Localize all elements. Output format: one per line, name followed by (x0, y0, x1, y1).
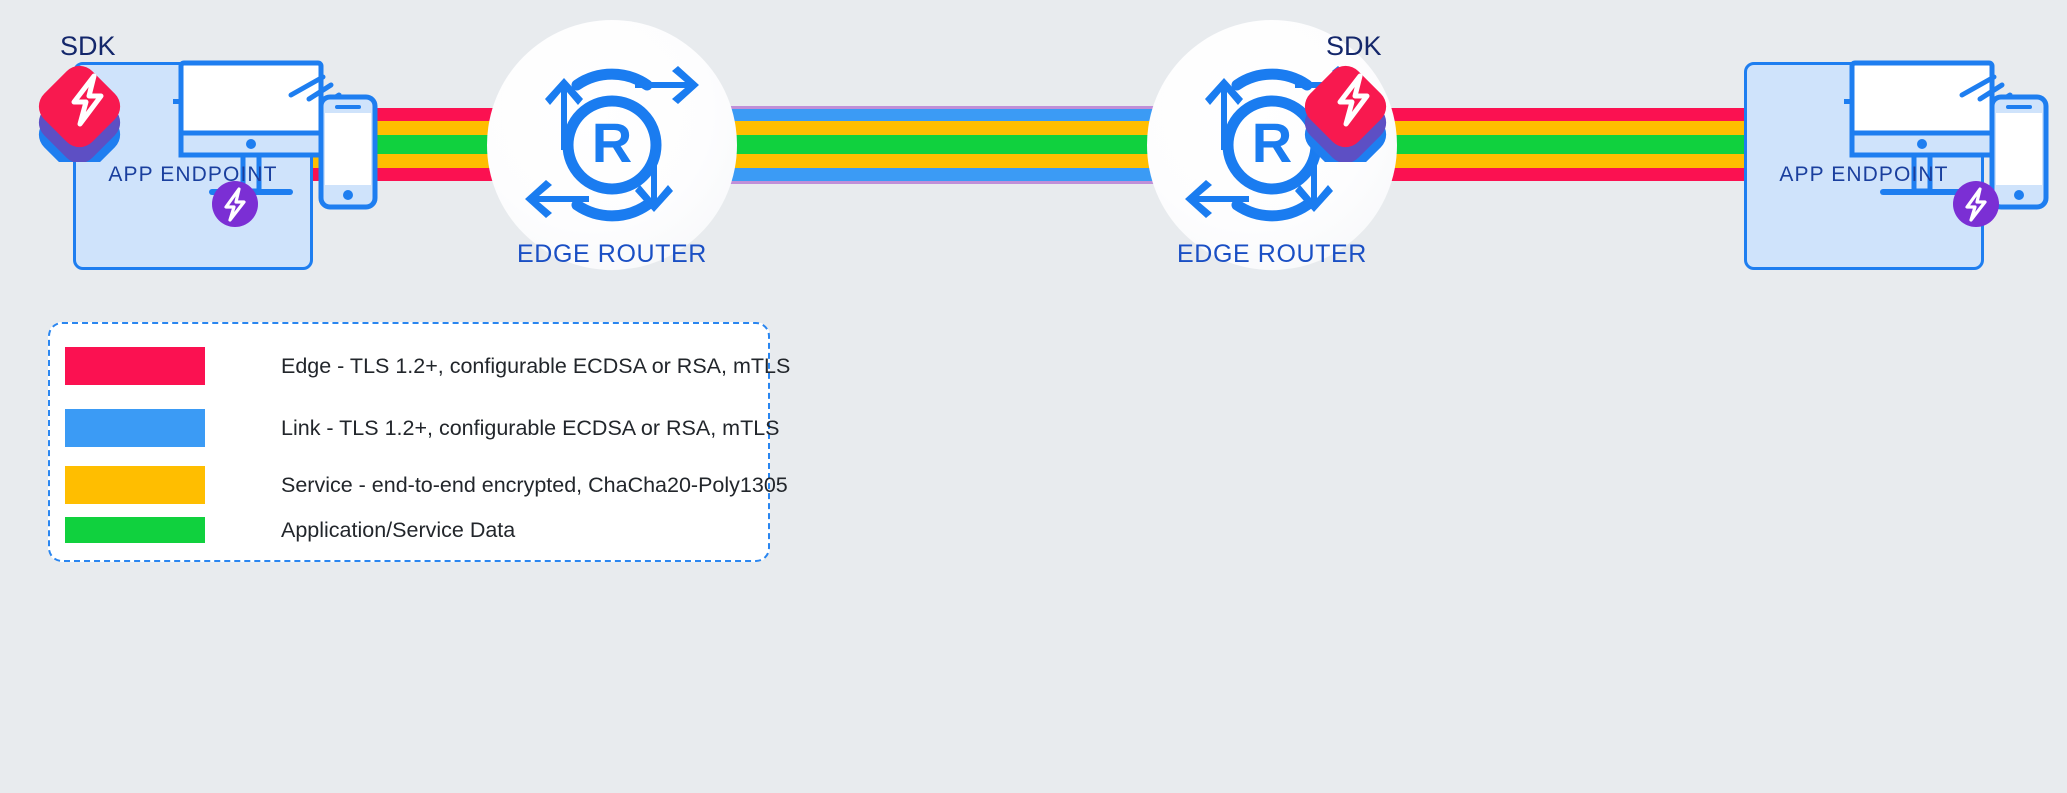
band-app-data-middle (700, 135, 1180, 154)
bolt-circle-icon-left (212, 181, 258, 227)
band-service-top-middle (700, 121, 1180, 135)
router-label-right: EDGE ROUTER (1177, 240, 1367, 268)
band-link-bottom-middle (700, 168, 1180, 181)
sdk-stack-bolt-icon-right (1304, 65, 1387, 162)
svg-text:R: R (592, 111, 632, 174)
band-app-data-right (1368, 135, 1748, 154)
band-edge-top-right (1368, 108, 1748, 121)
band-link-bottom-middle-hairline (700, 181, 1180, 184)
svg-text:R: R (1252, 111, 1292, 174)
legend-swatch-app-data (65, 517, 205, 543)
device-art-left (173, 60, 378, 210)
router-label-left: EDGE ROUTER (517, 240, 707, 268)
legend-swatch-edge (65, 347, 205, 385)
legend-label-link: Link - TLS 1.2+, configurable ECDSA or R… (281, 415, 780, 440)
legend-item-link: Link - TLS 1.2+, configurable ECDSA or R… (65, 409, 780, 447)
sdk-label-left: SDK (60, 31, 116, 61)
legend-item-service: Service - end-to-end encrypted, ChaCha20… (65, 466, 788, 504)
endpoint-label-left: APP ENDPOINT (108, 163, 278, 186)
sdk-stack-bolt-icon-left (38, 65, 121, 162)
legend-swatch-service (65, 466, 205, 504)
legend-label-app-data: Application/Service Data (281, 517, 516, 542)
device-art-right (1844, 60, 2049, 210)
bolt-circle-icon-right (1953, 181, 1999, 227)
legend-label-edge: Edge - TLS 1.2+, configurable ECDSA or R… (281, 353, 791, 378)
legend-label-service: Service - end-to-end encrypted, ChaCha20… (281, 472, 788, 497)
router-circle-left (487, 20, 737, 270)
band-edge-bottom-right (1368, 168, 1748, 181)
endpoint-label-right: APP ENDPOINT (1779, 163, 1949, 186)
legend-item-edge: Edge - TLS 1.2+, configurable ECDSA or R… (65, 347, 790, 385)
legend-swatch-link (65, 409, 205, 447)
band-link-top-middle-hairline (700, 106, 1180, 109)
band-link-top-middle (700, 108, 1180, 121)
band-service-bottom-middle (700, 154, 1180, 168)
edge-router-icon-left: R (525, 66, 699, 222)
band-service-bottom-right (1368, 154, 1748, 168)
sdk-label-right: SDK (1326, 31, 1382, 61)
legend-item-app-data: Application/Service Data (65, 517, 515, 543)
band-service-top-right (1368, 121, 1748, 135)
